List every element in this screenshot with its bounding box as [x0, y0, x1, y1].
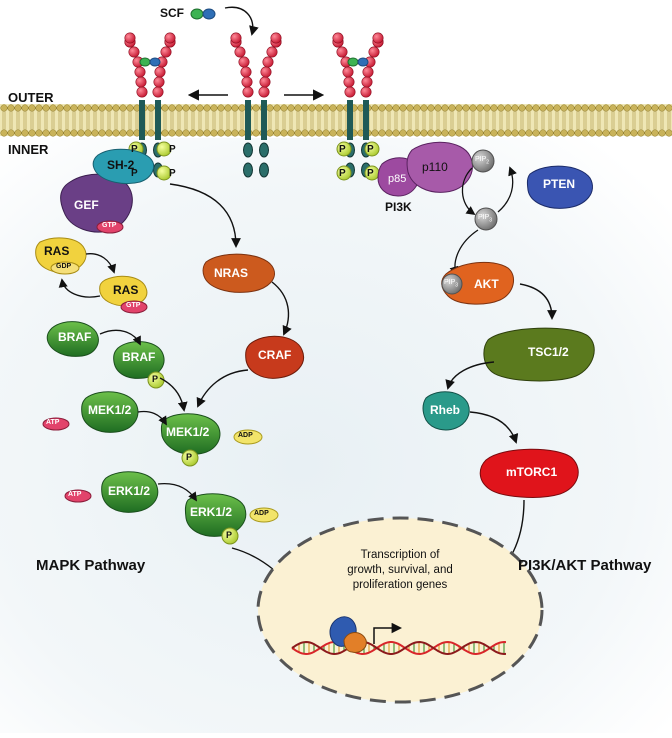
- erk-active-label: ERK1/2: [190, 505, 233, 519]
- erk-label: ERK1/2: [108, 484, 151, 498]
- gdp-label: GDP: [56, 263, 72, 270]
- mek-active-protein: [160, 413, 221, 467]
- scf-label: SCF: [160, 6, 184, 20]
- pi3k-complex: [377, 141, 473, 197]
- braf-protein: [46, 321, 99, 357]
- braf-active-label: BRAF: [122, 350, 156, 364]
- ras-activation-arrow: [85, 253, 117, 274]
- adp-badge-mek: [233, 429, 263, 445]
- mek-atp-label: ATP: [46, 419, 60, 426]
- mek-label: MEK1/2: [88, 403, 132, 417]
- gef-label: GEF: [74, 198, 99, 212]
- pip3-label: PIP3: [478, 214, 493, 224]
- p110-label: p110: [422, 160, 448, 174]
- phospho-label: P: [131, 168, 138, 179]
- rheb-to-mtorc-arrow: [469, 411, 519, 444]
- p85-label: p85: [388, 173, 407, 185]
- mapk-pathway-title: MAPK Pathway: [36, 557, 146, 574]
- ras-inactivation-arrow: [58, 278, 101, 298]
- outer-membrane-label: OUTER: [8, 90, 54, 105]
- mek-activation-arrow: [137, 410, 167, 426]
- akt-pip3-label: PIP3: [444, 279, 459, 289]
- sh2-label: SH-2: [107, 158, 135, 172]
- braf-phospho-label: P: [152, 374, 159, 384]
- akt-protein: [441, 261, 515, 305]
- pip2-label: PIP2: [475, 156, 490, 166]
- dna-helix: [291, 640, 507, 656]
- pip3-molecule: [474, 207, 498, 231]
- braf-to-mek-arrow: [159, 377, 188, 412]
- nras-to-craf-arrow: [271, 281, 292, 336]
- tsc-label: TSC1/2: [528, 345, 569, 359]
- mek-phospho-label: P: [186, 452, 193, 462]
- nucleus-caption-line-3: proliferation genes: [352, 579, 448, 591]
- nucleus-caption-line-1: Transcription of: [360, 549, 440, 561]
- phospho-label: P: [169, 144, 176, 155]
- phospho-label: P: [169, 168, 176, 179]
- nucleus-caption: Transcription of growth, survival, and p…: [320, 548, 480, 593]
- kit-receptors: [124, 32, 384, 181]
- phospho-label: P: [339, 144, 346, 155]
- phospho-label: P: [367, 144, 374, 155]
- nucleus: [256, 516, 544, 704]
- transcription-start-arrow: [373, 622, 403, 644]
- inner-membrane-label: INNER: [8, 142, 49, 157]
- akt-label: AKT: [474, 277, 499, 291]
- sh2-domain: [92, 148, 155, 185]
- mek-adp-label: ADP: [238, 432, 253, 439]
- rheb-protein: [422, 391, 470, 431]
- braf-activation-arrow: [99, 329, 141, 346]
- mtorc1-label: mTORC1: [506, 465, 558, 479]
- gef-gtp-label: GTP: [102, 222, 117, 229]
- tsc-to-rheb-arrow: [445, 361, 495, 390]
- akt-to-tsc-arrow: [519, 283, 557, 320]
- pip2-to-pip3-arrow: [461, 167, 476, 216]
- tsc-complex: [483, 327, 595, 382]
- phospho-label: P: [339, 168, 346, 179]
- nras-protein: [202, 253, 275, 293]
- nucleus-caption-line-2: growth, survival, and: [347, 564, 453, 576]
- ras-gdp-label: RAS: [44, 244, 70, 258]
- pip2-molecule: [471, 149, 495, 173]
- mek-active-label: MEK1/2: [166, 425, 210, 439]
- cell-membrane: [0, 104, 672, 137]
- mek-protein: [81, 391, 139, 433]
- pten-label: PTEN: [543, 177, 576, 191]
- erk-atp-label: ATP: [68, 491, 82, 498]
- mtorc1-complex: [479, 448, 579, 498]
- phospho-label: P: [367, 168, 374, 179]
- atp-badge-mek: [42, 417, 70, 431]
- braf-active-protein: [113, 341, 165, 389]
- erk-active-protein: [184, 493, 247, 545]
- craf-protein: [245, 335, 304, 379]
- atp-badge-erk: [64, 489, 92, 503]
- braf-label: BRAF: [58, 330, 92, 344]
- ras-gtp-badge-label: GTP: [126, 302, 141, 309]
- transcription-complex: [329, 616, 367, 653]
- rheb-label: Rheb: [430, 403, 460, 417]
- pi3k-akt-pathway-title: PI3K/AKT Pathway: [518, 557, 652, 574]
- scf-binding-arrow: [224, 6, 259, 36]
- phospho-label: P: [131, 144, 138, 155]
- receptor-to-nras-arrow: [169, 183, 241, 248]
- ras-gtp-protein: [99, 275, 148, 314]
- ras-gtp-label: RAS: [113, 283, 139, 297]
- craf-to-mek-arrow: [196, 369, 249, 408]
- erk-activation-arrow: [157, 482, 198, 502]
- erk-protein: [101, 471, 159, 513]
- gef-gtp-badge: [96, 220, 124, 234]
- pten-dephosphorylation-arrow: [497, 166, 517, 213]
- adp-badge-erk: [249, 507, 279, 523]
- craf-label: CRAF: [258, 348, 292, 362]
- pi3k-label: PI3K: [385, 200, 412, 214]
- erk-phospho-label: P: [226, 530, 233, 540]
- erk-adp-label: ADP: [254, 510, 269, 517]
- ras-gdp-protein: [35, 237, 87, 275]
- nras-label: NRAS: [214, 266, 249, 280]
- pten-protein: [526, 165, 593, 209]
- scf-ligand: [190, 8, 216, 20]
